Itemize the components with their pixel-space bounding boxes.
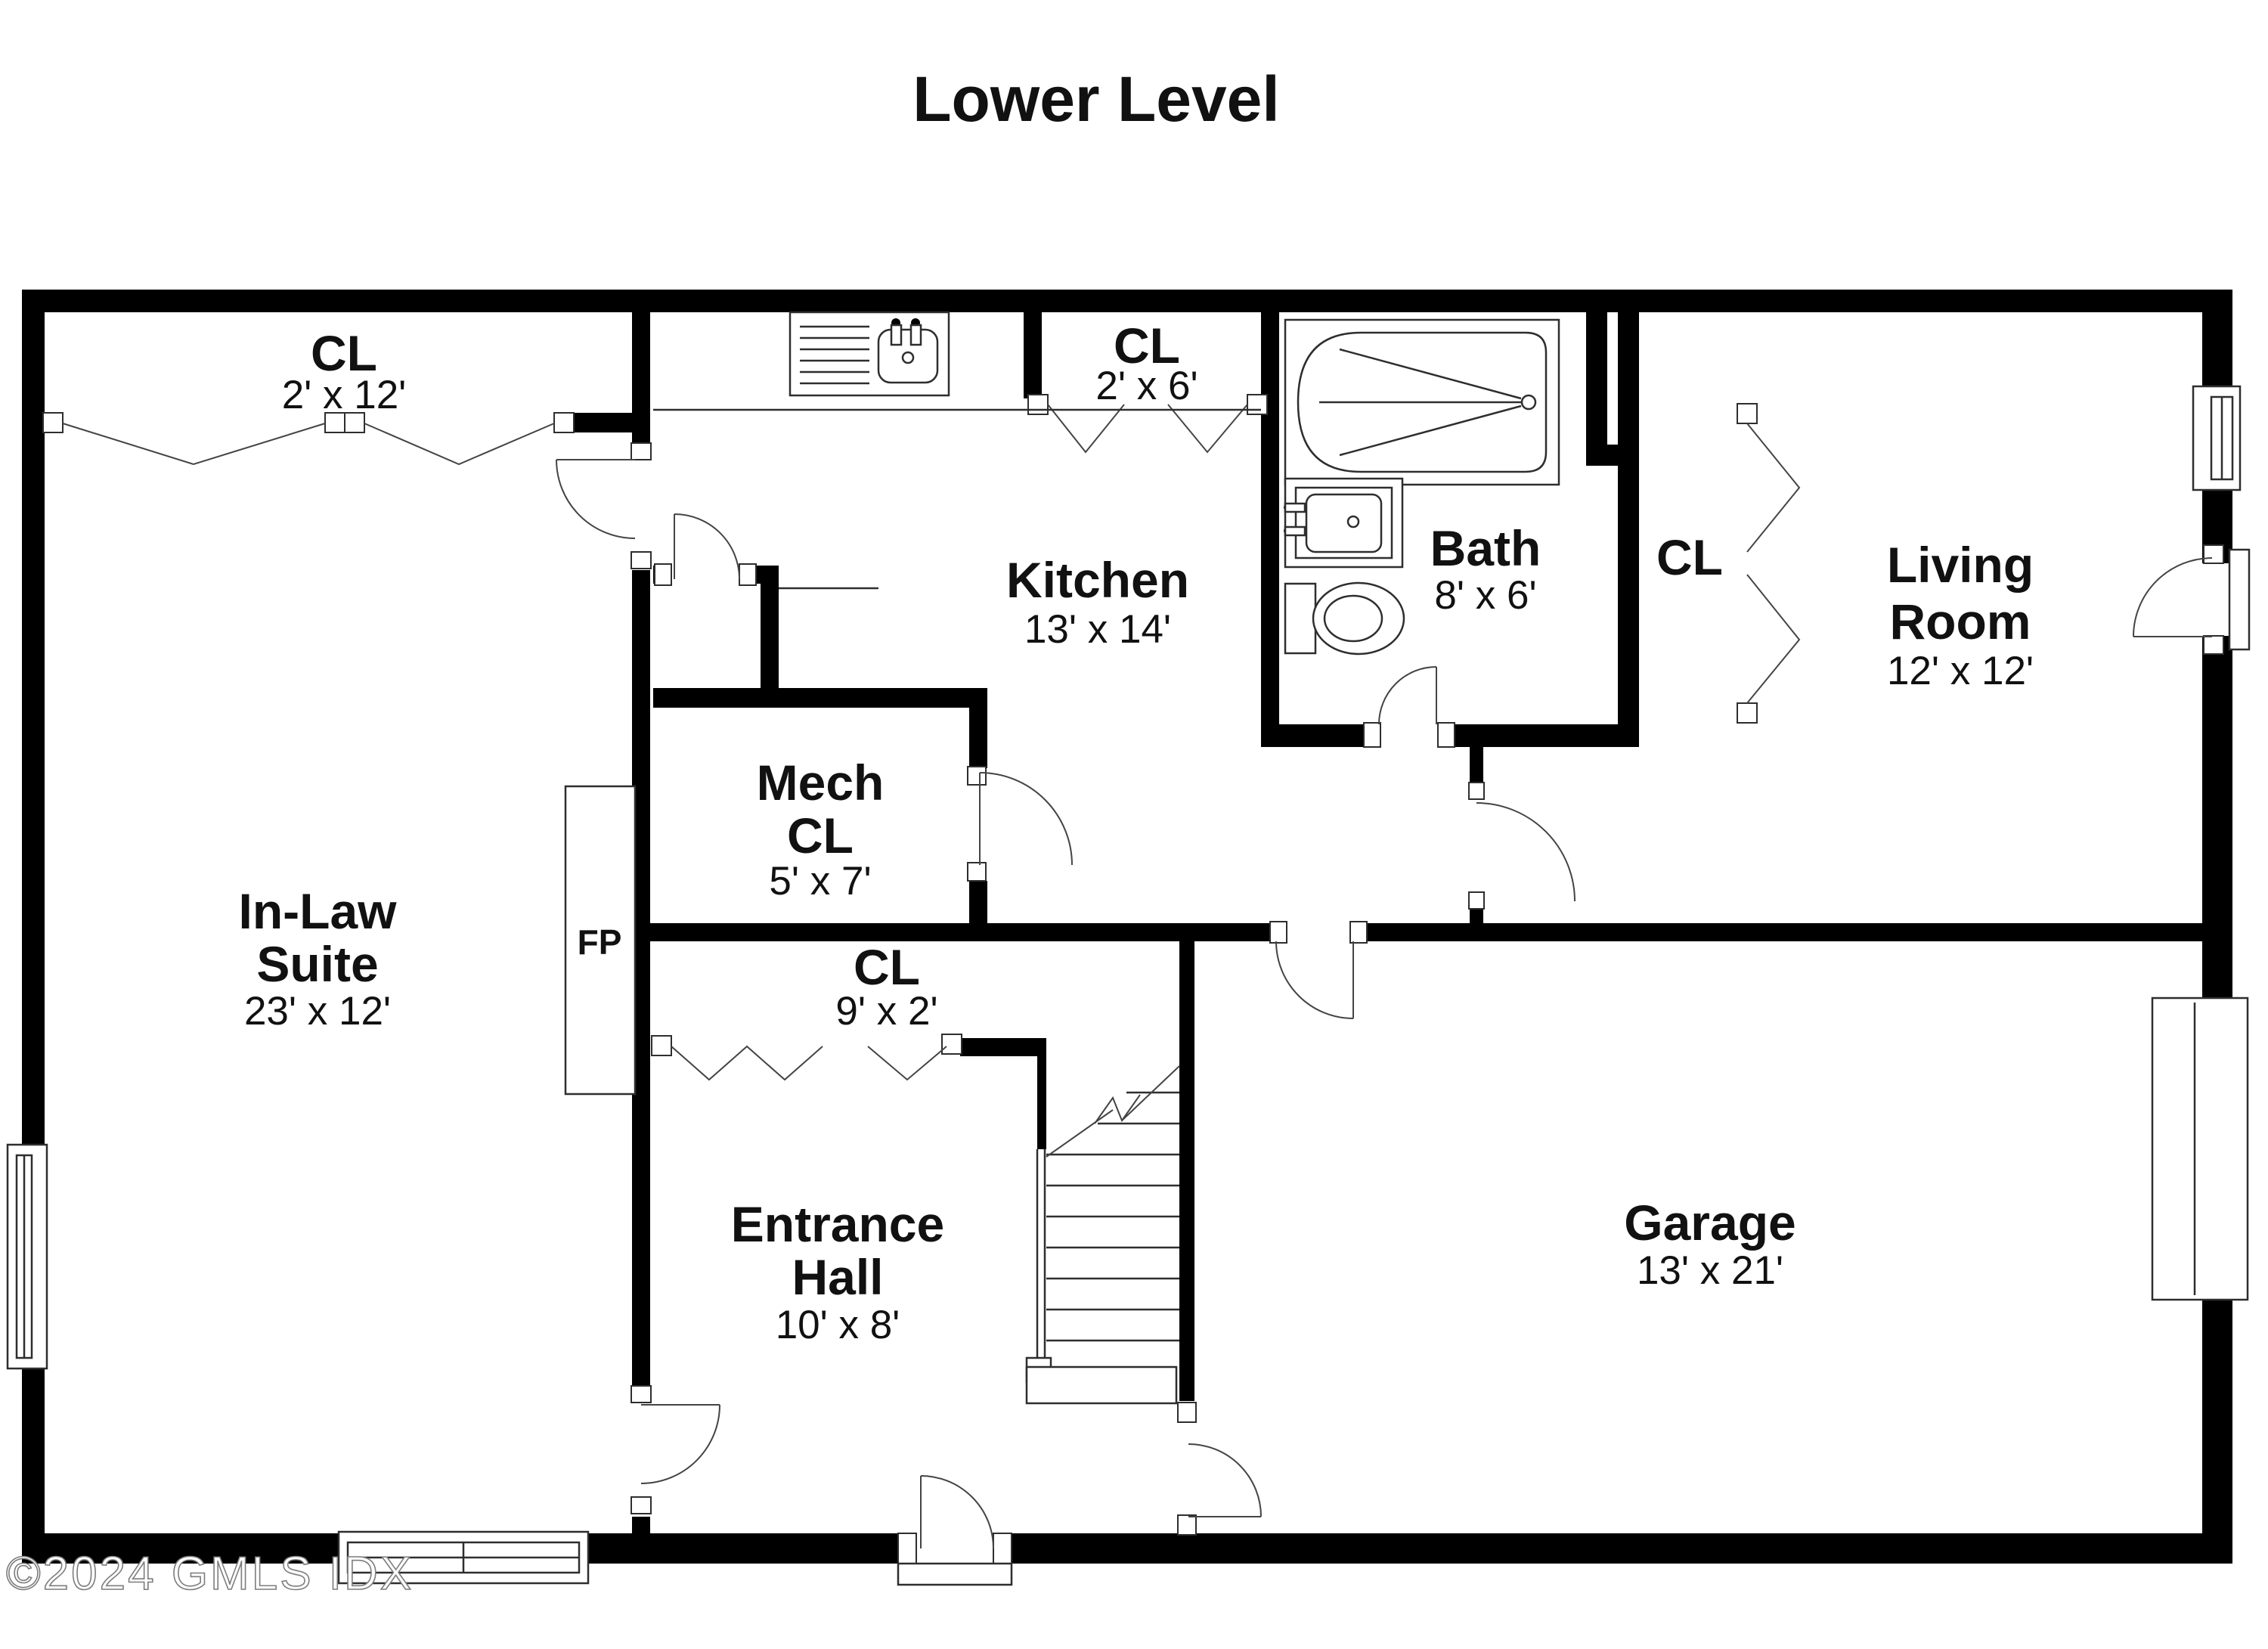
hall-corridor-door — [1275, 941, 1354, 1019]
label-inlaw-2: Suite — [256, 936, 378, 992]
dims-entrance: 10' x 8' — [776, 1303, 900, 1347]
label-kitchen: Kitchen — [1006, 552, 1189, 608]
dims-closet-top: 2' x 12' — [282, 373, 407, 417]
doors — [556, 459, 2251, 1586]
fixtures — [564, 311, 1560, 1096]
label-closet-top: CL — [311, 325, 377, 381]
label-mech-1: Mech — [757, 755, 885, 811]
label-garage: Garage — [1624, 1195, 1796, 1251]
stairs-landing — [1025, 1365, 1178, 1405]
bath-door — [1378, 666, 1437, 725]
fireplace — [564, 785, 637, 1096]
mech-closet-door — [979, 772, 1073, 866]
dims-inlaw: 23' x 12' — [244, 989, 391, 1034]
label-living-2: Room — [1890, 594, 2031, 649]
label-fireplace: FP — [578, 922, 622, 962]
dims-closet-hall: 9' x 2' — [835, 989, 937, 1034]
label-entrance-1: Entrance — [731, 1196, 944, 1252]
label-entrance-2: Hall — [792, 1249, 883, 1305]
front-door-threshold — [897, 1562, 1013, 1586]
door-stops — [631, 442, 2224, 1564]
label-inlaw-1: In-Law — [239, 883, 398, 939]
page-title: Lower Level — [912, 64, 1280, 135]
bifold-closet-kitchen — [1027, 394, 1268, 454]
window-left-wall — [6, 1143, 48, 1370]
dims-bath: 8' x 6' — [1434, 573, 1536, 618]
pantry-door — [674, 513, 740, 580]
window-right-wall — [2192, 385, 2242, 491]
stairs-break-line — [1046, 1065, 1180, 1158]
exterior-side-door — [2133, 548, 2251, 651]
windows — [6, 385, 2249, 1585]
wall-openings — [629, 443, 2235, 1567]
watermark: ©2024 GMLS IDX — [6, 1548, 414, 1600]
bathroom-sink — [1284, 477, 1404, 569]
label-closet-hall: CL — [854, 939, 920, 995]
toilet — [1284, 581, 1405, 656]
bifold-closet-hall — [651, 1034, 962, 1081]
bifold-doors — [42, 394, 1801, 1081]
label-bath: Bath — [1430, 520, 1541, 576]
stairs-rail — [1025, 1149, 1052, 1384]
front-door — [897, 1475, 1013, 1586]
garage-stairs-door — [1188, 1443, 1262, 1517]
window-bottom-wall — [337, 1530, 590, 1585]
bifold-closet-living — [1737, 403, 1801, 724]
bifold-closet-top — [42, 412, 575, 466]
kitchen-counter — [653, 311, 1261, 590]
bathtub — [1284, 318, 1560, 486]
label-closet-kitchen: CL — [1114, 318, 1180, 374]
dims-closet-kitchen: 2' x 6' — [1095, 364, 1198, 408]
label-mech-2: CL — [787, 807, 854, 863]
kitchen-sink — [877, 318, 939, 384]
garage-door — [2151, 997, 2249, 1301]
label-living-1: Living — [1887, 537, 2034, 593]
dims-kitchen: 13' x 14' — [1024, 607, 1171, 652]
labels: Lower Level CL 2' x 12' CL 2' x 6' Kitch… — [239, 64, 2034, 1347]
dims-mech: 5' x 7' — [769, 859, 871, 904]
label-closet-living: CL — [1656, 529, 1723, 585]
inlaw-hall-door — [640, 1404, 720, 1484]
stairs — [1025, 1065, 1180, 1405]
dims-garage: 13' x 21' — [1637, 1248, 1783, 1293]
living-room-doorway-door — [1476, 802, 1576, 902]
inlaw-kitchen-door — [556, 459, 636, 539]
dims-living: 12' x 12' — [1887, 649, 2034, 693]
